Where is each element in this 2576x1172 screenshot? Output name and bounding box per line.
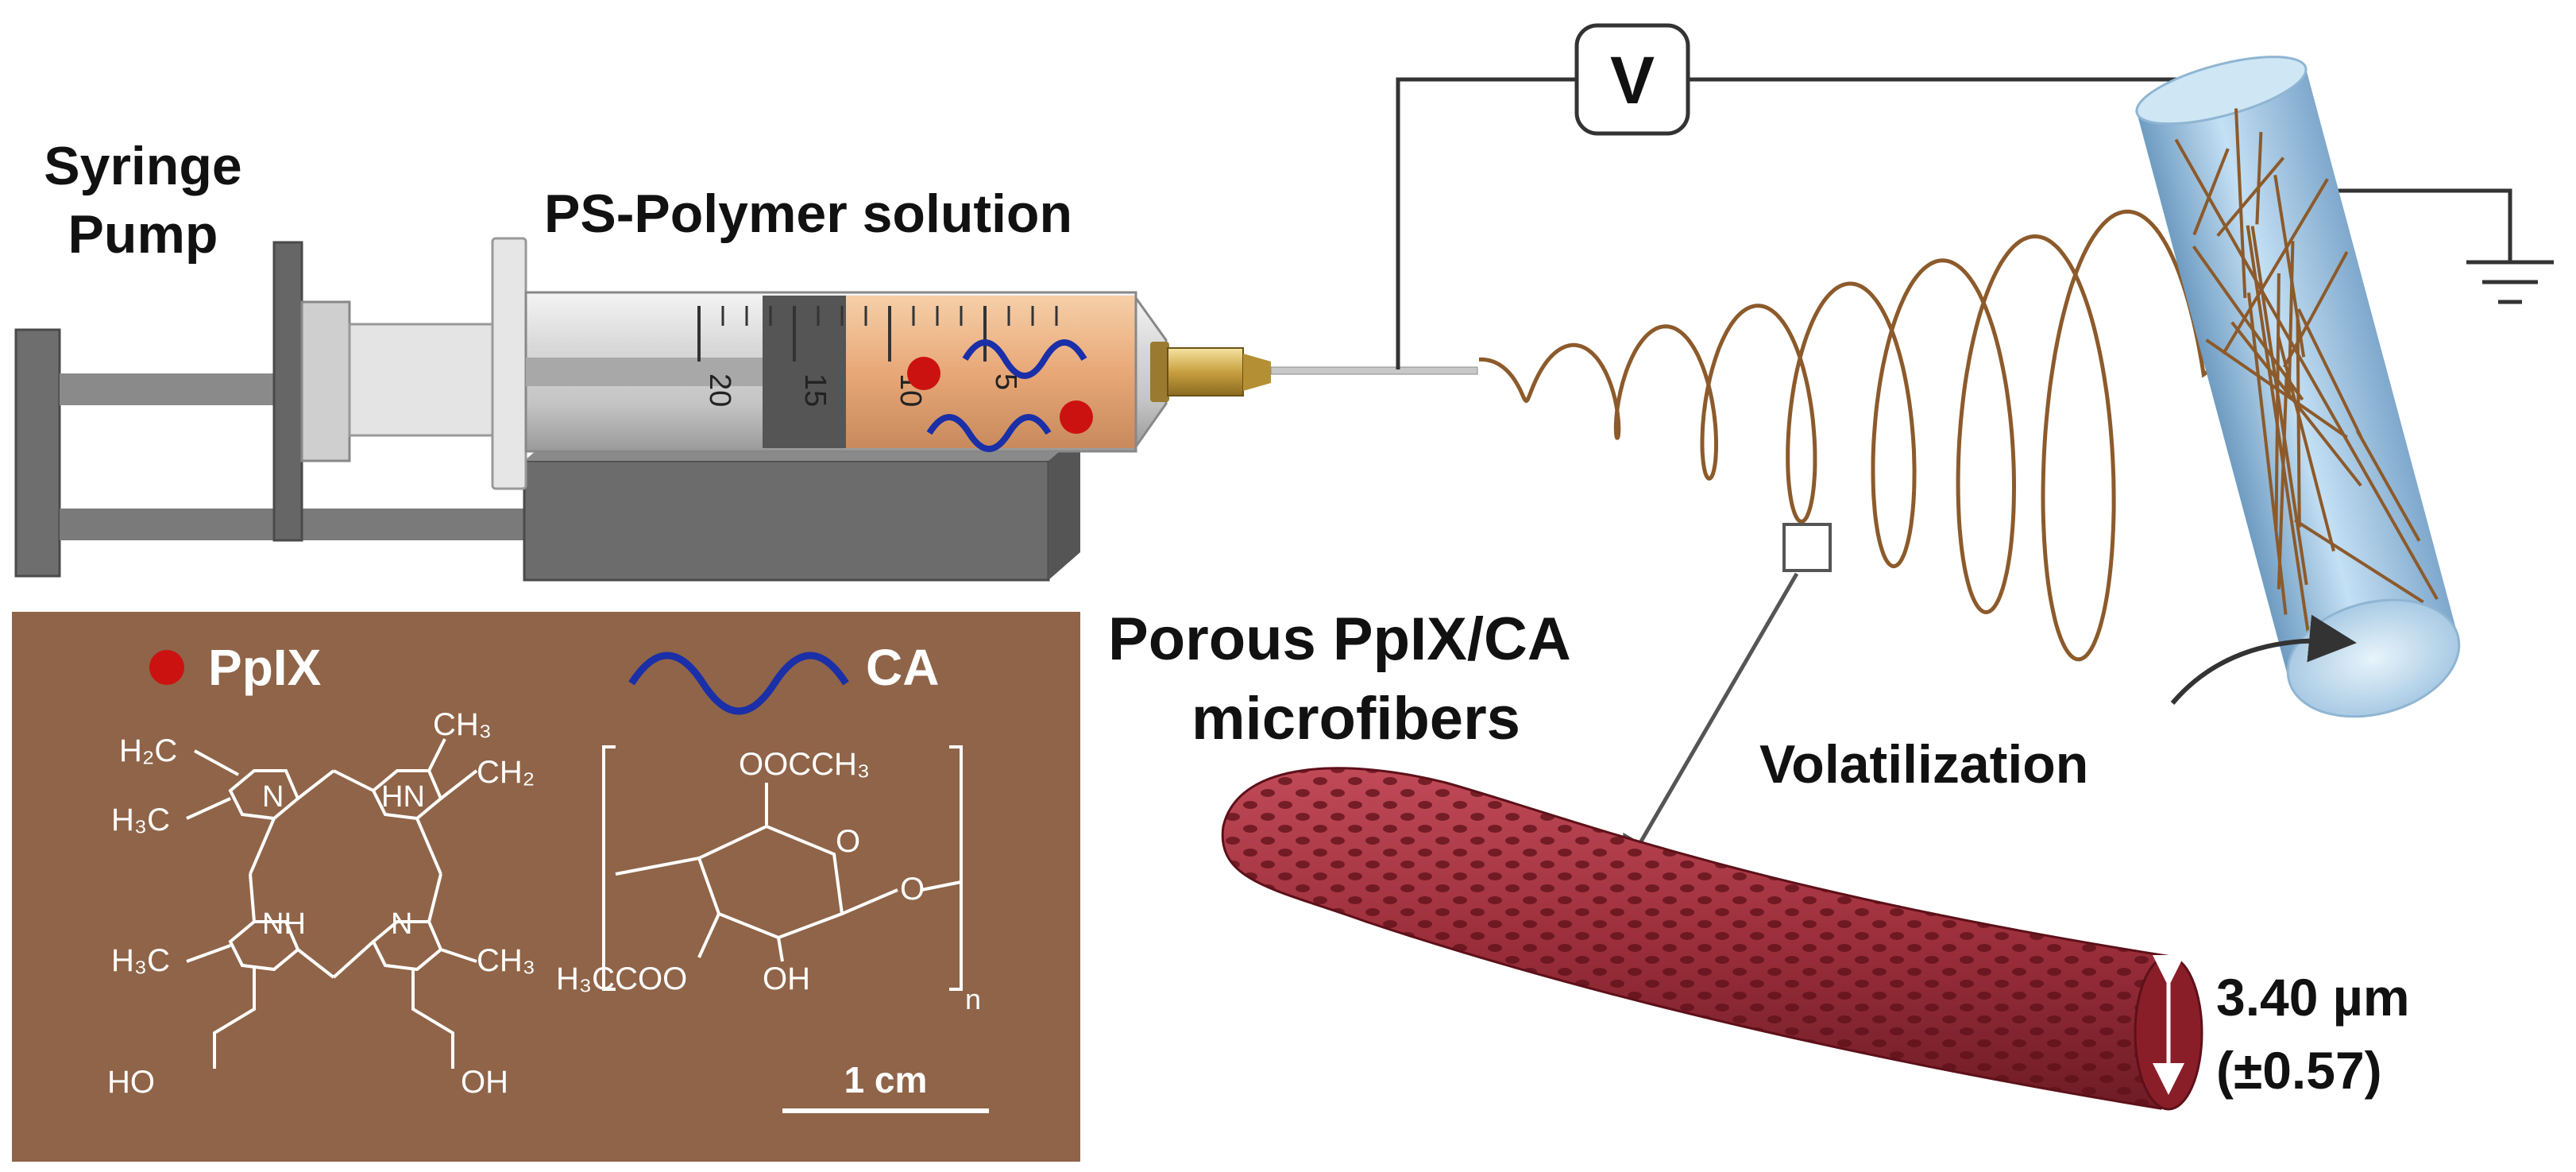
ca-acetyl-bottom: H₃CCOO (556, 961, 687, 996)
ca-hydroxyl: OH (763, 961, 810, 996)
solution-ca-chain-1 (962, 339, 1087, 379)
deposited-fiber (2192, 148, 2230, 236)
ca-acetyl-top: OOCCH₃ (739, 747, 870, 782)
porous-microfiber (1221, 767, 2203, 1111)
rotation-arrow-icon (2170, 614, 2357, 705)
ppix-nh-bottom: NH (262, 907, 306, 941)
deposited-fiber (2222, 178, 2329, 355)
chemical-structures-inset (12, 612, 1080, 1162)
syringe-pump-label-2: Pump (68, 204, 218, 265)
scale-tick-label: 5 (989, 373, 1022, 390)
ppix-methyl-top: CH₃ (433, 707, 492, 742)
ppix-hn-top: HN (381, 780, 425, 814)
syringe-pump (14, 241, 1080, 582)
fibers-label-1: Porous PpIX/CA (1108, 605, 1571, 673)
solution-ppix-dot-2 (1060, 400, 1093, 434)
syringe (491, 237, 1168, 490)
ppix-vinyl-left: H₂C (119, 733, 177, 768)
deposited-fiber (2273, 175, 2306, 358)
deposited-fiber (2192, 245, 2304, 401)
ca-link-o: O (900, 872, 925, 907)
legend-ppix-label: PpIX (208, 639, 322, 696)
solution-label: PS-Polymer solution (544, 184, 1072, 244)
deposited-fiber-mesh (2174, 108, 2439, 643)
syringe-pump-label-1: Syringe (44, 136, 241, 196)
deposited-fiber (2205, 338, 2348, 439)
voltage-label: V (1610, 43, 1655, 118)
volatilization-label: Volatilization (1759, 734, 2088, 795)
ca-structure (602, 745, 963, 991)
high-voltage-circuit (1396, 77, 2512, 369)
deposited-fiber (2216, 157, 2285, 238)
ppix-n-bottom: N (391, 907, 412, 941)
scale-bar-label: 1 cm (844, 1059, 928, 1100)
solution-ca-chain-2 (926, 414, 1052, 452)
deposited-fiber (2246, 292, 2288, 615)
ppix-vinyl-right: CH₂ (477, 755, 535, 790)
ca-repeat-n: n (965, 983, 981, 1015)
ground-icon (2466, 260, 2554, 304)
deposited-fiber (2234, 108, 2247, 299)
scale-tick-label: 15 (798, 373, 832, 407)
scale-tick-label: 20 (703, 373, 736, 407)
fiber-jet (1479, 209, 2218, 662)
deposited-fiber (2296, 308, 2363, 438)
zoom-arrow (1620, 572, 1799, 877)
deposited-fiber (2287, 241, 2295, 398)
deposited-fiber (2294, 519, 2424, 604)
ppix-acid-left: HO (107, 1065, 155, 1100)
ppix-structure (186, 738, 478, 1069)
ca-ring-o: O (836, 824, 860, 859)
ppix-methyl-right-bottom: CH₃ (477, 943, 535, 978)
ppix-methyl-left-top: H₃C (111, 803, 170, 837)
deposited-fiber (2230, 321, 2362, 487)
solution-ppix-dot-1 (907, 357, 940, 390)
deposited-fiber (2283, 251, 2349, 368)
legend-ca-wave (628, 652, 849, 715)
needle (1150, 342, 1478, 402)
rotating-collector (2135, 56, 2461, 718)
deposited-fiber (2174, 138, 2439, 601)
legend-ca-label: CA (866, 639, 939, 696)
fibers-label-2: microfibers (1191, 685, 1520, 752)
ppix-n-top: N (262, 780, 284, 814)
deposited-fiber (2355, 430, 2421, 542)
deposited-fiber (2296, 314, 2301, 528)
deposited-fiber (2277, 335, 2335, 552)
ppix-methyl-left-bottom: H₃C (111, 943, 170, 978)
voltmeter-icon (1574, 23, 1690, 136)
deposited-fiber (2255, 132, 2263, 225)
deposited-fiber (2250, 226, 2308, 586)
ppix-acid-right: OH (461, 1065, 508, 1100)
diameter-error: (±0.57) (2216, 1041, 2382, 1100)
legend-ppix-dot (149, 650, 184, 685)
diameter-value: 3.40 µm (2216, 968, 2410, 1027)
zoom-box (1782, 523, 1832, 572)
